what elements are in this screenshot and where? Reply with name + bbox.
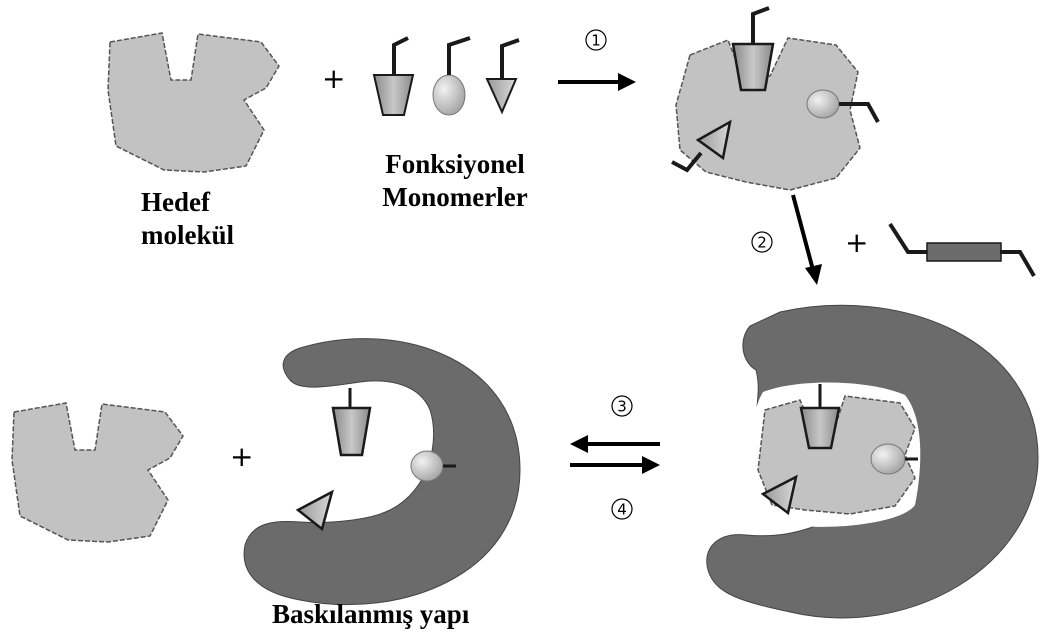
step-2-arrow xyxy=(793,195,822,285)
plus-sign-top: + xyxy=(322,62,345,95)
monomer-triangle xyxy=(487,40,519,112)
step-4-marker: 4 xyxy=(612,499,632,519)
polymer-with-target xyxy=(707,305,1038,618)
monomer-trapezoid xyxy=(374,38,413,115)
monomers-label-line1: Fonksiyonel xyxy=(350,148,560,181)
step-3-marker: 3 xyxy=(612,396,632,416)
target-label-line2: molekül xyxy=(141,219,234,252)
svg-text:1: 1 xyxy=(591,32,601,50)
step-1-arrow xyxy=(558,73,636,91)
imprinted-structure-label: Baskılanmış yapı xyxy=(272,598,469,631)
crosslinker xyxy=(890,224,1034,276)
imprinted-polymer xyxy=(244,339,520,605)
plus-sign-crosslinker: + xyxy=(845,226,868,259)
monomers-label-line2: Monomerler xyxy=(350,181,560,214)
monomer-sphere xyxy=(433,38,470,115)
step-4-arrow xyxy=(570,456,660,474)
step-2-marker: 2 xyxy=(752,232,772,252)
svg-text:3: 3 xyxy=(617,398,627,416)
svg-text:4: 4 xyxy=(617,501,627,519)
pre-polymerization-complex xyxy=(672,8,878,190)
plus-sign-bottom: + xyxy=(230,440,253,473)
target-molecule-top xyxy=(108,33,279,172)
step-3-arrow xyxy=(570,435,660,453)
step-1-marker: 1 xyxy=(586,30,606,50)
svg-text:2: 2 xyxy=(757,234,767,252)
target-molecule-released xyxy=(12,403,183,542)
target-label-line1: Hedef xyxy=(141,186,210,219)
